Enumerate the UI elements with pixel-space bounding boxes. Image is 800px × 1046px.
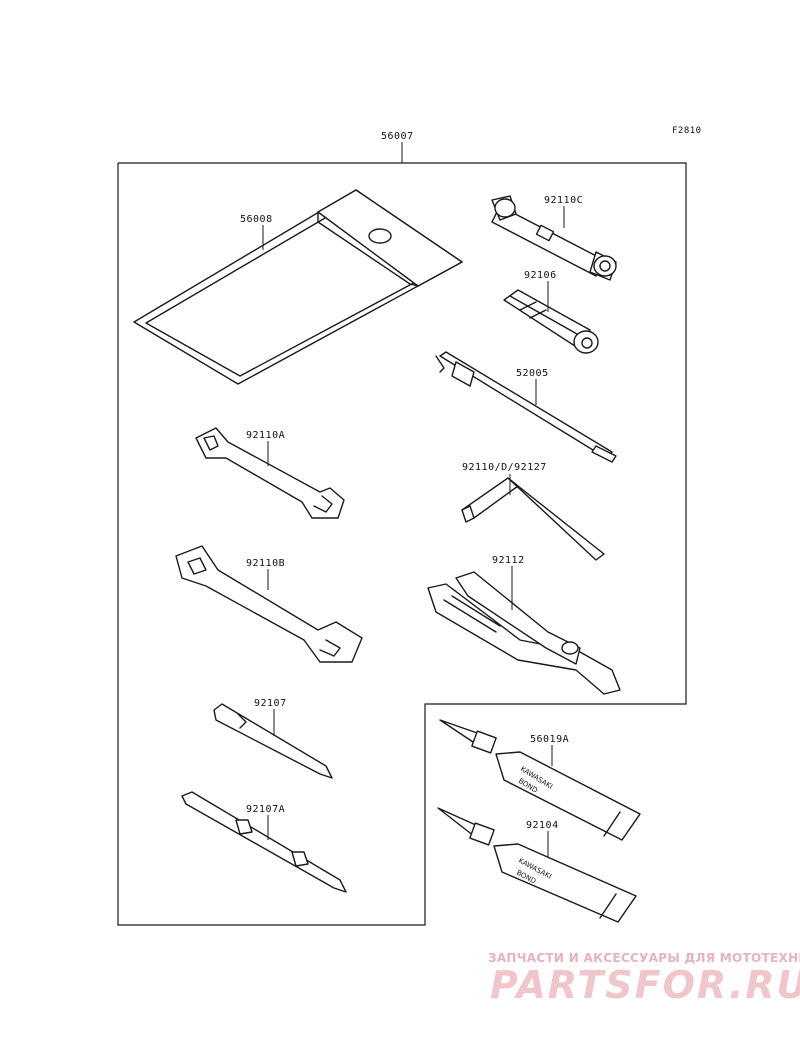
bond-92104-label: 92104 [526,820,559,831]
screwdriver-92107a-label: 92107A [246,804,285,815]
kit-frame [117,162,687,926]
wrench-92110b-label: 92110B [246,558,285,569]
open-end-wrench-92110b [175,545,363,663]
open-end-wrench-92110a [195,427,345,519]
screwdriver-92107a [181,791,347,893]
hex-key-label: 92110/D/92127 [462,462,547,473]
wrench-92110a-label: 92110A [246,430,285,441]
tool-pouch [133,189,463,385]
hex-key [461,477,605,561]
box-wrench-92110c [491,195,617,281]
kit-label: 56007 [381,131,414,142]
screwdriver-92107-label: 92107 [254,698,287,709]
driver-bar-52005 [435,351,617,463]
wrench-92110c-label: 92110C [544,195,583,206]
pouch-label: 56008 [240,214,273,225]
socket-92106-label: 92106 [524,270,557,281]
driver-52005-label: 52005 [516,368,549,379]
watermark-subtitle: ЗАПЧАСТИ И АКСЕССУАРЫ ДЛЯ МОТОТЕХНИКИ [488,951,800,965]
watermark-logo: PARTSFOR.RU [490,963,800,1007]
socket-92106 [503,289,599,354]
bond-tube-56019a: KAWASAKI BOND [439,719,641,841]
pliers-92112 [427,571,621,695]
figure-reference: F2810 [672,126,702,136]
pliers-label: 92112 [492,555,525,566]
screwdriver-92107 [213,703,333,779]
bond-56019a-label: 56019A [530,734,569,745]
